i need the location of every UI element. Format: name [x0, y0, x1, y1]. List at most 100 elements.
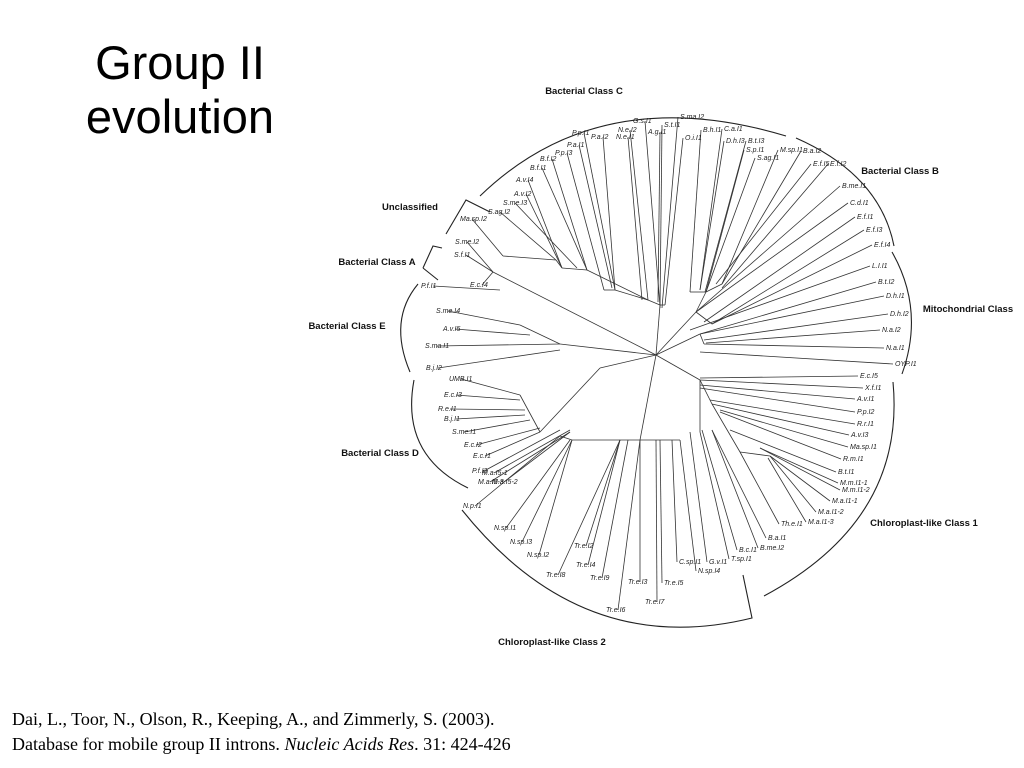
leaf-label-s-ag-i1: S.ag.I1: [757, 155, 779, 162]
leaf-label-s-me-i2: S.me.I2: [455, 239, 479, 246]
internal-branch: [586, 269, 649, 301]
leaf-label-g-v-i1: G.v.I1: [709, 559, 727, 566]
leaf-label-m-a-i5-2: M.a.I5-2: [492, 479, 518, 486]
leaf-branch: [699, 379, 864, 389]
slide-title-line1: Group II: [95, 36, 265, 89]
leaf-branch: [661, 116, 679, 309]
leaf-branch: [709, 399, 856, 425]
leaf-branch: [699, 375, 859, 379]
leaf-branch: [703, 343, 885, 349]
clade-bracket-unclassified: [445, 199, 491, 235]
leaf-branch: [721, 163, 829, 289]
internal-branch: [599, 354, 657, 369]
leaf-label-m-a-i1-3: M.a.I1-3: [808, 519, 834, 526]
leaf-branch: [671, 439, 678, 563]
leaf-branch: [695, 202, 849, 313]
leaf-branch: [701, 429, 738, 551]
leaf-label-b-t-i2: B.t.I2: [878, 279, 894, 286]
leaf-branch: [466, 241, 494, 273]
clade-bracket-mitochondrial-class: [891, 251, 912, 375]
leaf-label-m-a-i1-1: M.a.I1-1: [832, 498, 858, 505]
leaf-label-s-me-i3: S.me.I3: [503, 200, 527, 207]
leaf-label-tr-e-i8: Tr.e.I8: [546, 572, 566, 579]
leaf-label-b-me-i1: B.me.I1: [842, 183, 866, 190]
leaf-label-d-h-i2: D.h.I2: [890, 311, 909, 318]
leaf-branch: [566, 152, 605, 291]
leaf-branch: [719, 411, 842, 460]
internal-branch: [559, 343, 657, 356]
leaf-branch: [455, 394, 521, 401]
leaf-label-p-a-i2: P.a.I2: [591, 134, 608, 141]
leaf-branch: [699, 431, 730, 560]
leaf-label-n-e-i1: N.e.I1: [616, 134, 635, 141]
leaf-label-e-f-i3: E.f.I3: [866, 227, 882, 234]
leaf-label-n-a-i1: N.a.I1: [886, 345, 905, 352]
leaf-branch: [721, 150, 802, 285]
leaf-label-c-sp-i1: C.sp.I1: [679, 559, 701, 566]
leaf-label-c-a-i1: C.a.I1: [724, 126, 743, 133]
leaf-label-c-d-i1: C.d.I1: [850, 200, 869, 207]
leaf-branch: [769, 455, 817, 513]
leaf-label-n-p-i1: N.p.I1: [463, 503, 482, 510]
leaf-label-e-c-i1: E.c.I1: [473, 453, 491, 460]
leaf-branch: [711, 429, 767, 539]
leaf-branch: [499, 211, 557, 261]
leaf-label-a-v-i4: A.v.I4: [515, 177, 533, 184]
leaf-label-r-e-i1: R.e.I1: [438, 406, 457, 413]
citation-line2-prefix: Database for mobile group II introns.: [12, 734, 285, 754]
internal-branch: [695, 291, 707, 313]
leaf-label-b-f-i2: B.f.I2: [540, 156, 556, 163]
leaf-label-b-me-i2: B.me.I2: [760, 545, 784, 552]
leaf-label-tr-e-i4: Tr.e.I4: [576, 562, 596, 569]
leaf-branch: [729, 429, 837, 473]
leaf-label-n-a-i2: N.a.I2: [882, 327, 901, 334]
clade-label-bacterial-class-a: Bacterial Class A: [338, 257, 415, 268]
internal-branch: [711, 403, 741, 453]
leaf-branch: [703, 216, 856, 323]
leaf-branch: [655, 439, 658, 603]
clade-label-chloroplast-like-class-2: Chloroplast-like Class 2: [498, 637, 606, 648]
internal-branch: [639, 354, 657, 441]
clade-label-bacterial-class-b: Bacterial Class B: [861, 166, 939, 177]
leaf-branch: [436, 343, 561, 347]
leaf-branch: [460, 378, 521, 396]
leaf-label-tr-e-i3: Tr.e.I3: [628, 579, 648, 586]
leaf-label-x-f-i1: X.f.I1: [864, 385, 881, 392]
leaf-label-a-v-i1: A.v.I1: [856, 396, 874, 403]
leaf-label-m-a-i5-1: M.a.I5-1: [482, 470, 508, 477]
clade-label-bacterial-class-d: Bacterial Class D: [341, 448, 419, 459]
leaf-label-p-p-i3: P.p.I3: [555, 150, 572, 157]
leaf-label-a-g-i1: A.g.I1: [647, 129, 666, 136]
clade-bracket-chloroplast-like-class-1: [763, 381, 895, 597]
leaf-label-ma-sp-i1: Ma.sp.I1: [850, 444, 877, 451]
slide-title: Group II evolution: [40, 36, 320, 144]
leaf-branch: [489, 431, 571, 483]
leaf-branch: [689, 431, 708, 563]
clade-label-mitochondrial-class: Mitochondrial Class: [923, 304, 1013, 315]
leaf-branch: [465, 254, 494, 273]
leaf-branch: [538, 439, 573, 556]
leaf-label-l-i-i1: L.I.I1: [872, 263, 888, 270]
leaf-branch: [759, 447, 841, 491]
leaf-branch: [463, 419, 531, 433]
leaf-branch: [704, 140, 747, 293]
leaf-branch: [759, 447, 839, 484]
slide-title-line2: evolution: [85, 90, 275, 143]
leaf-branch: [475, 427, 541, 446]
leaf-label-s-f-i1: S.f.I1: [454, 252, 470, 259]
leaf-label-m-m-i1-1: M.m.I1-1: [840, 480, 868, 487]
leaf-branch: [471, 218, 504, 257]
leaf-branch: [557, 439, 621, 576]
leaf-label-o-i-i1: O.i.I1: [685, 135, 702, 142]
internal-branch: [699, 333, 705, 345]
leaf-branch: [587, 439, 621, 566]
leaf-branch: [699, 387, 856, 413]
leaf-label-s-ma-i2: S.ma.I2: [680, 114, 704, 121]
leaf-branch: [679, 439, 697, 572]
leaf-branch: [629, 129, 649, 301]
leaf-branch: [699, 295, 885, 335]
leaf-label-tr-e-i2: Tr.e.I2: [574, 543, 594, 550]
clade-bracket-chloroplast-like-class-2: [461, 509, 753, 628]
leaf-label-n-sp-i3: N.sp.I3: [510, 539, 532, 546]
